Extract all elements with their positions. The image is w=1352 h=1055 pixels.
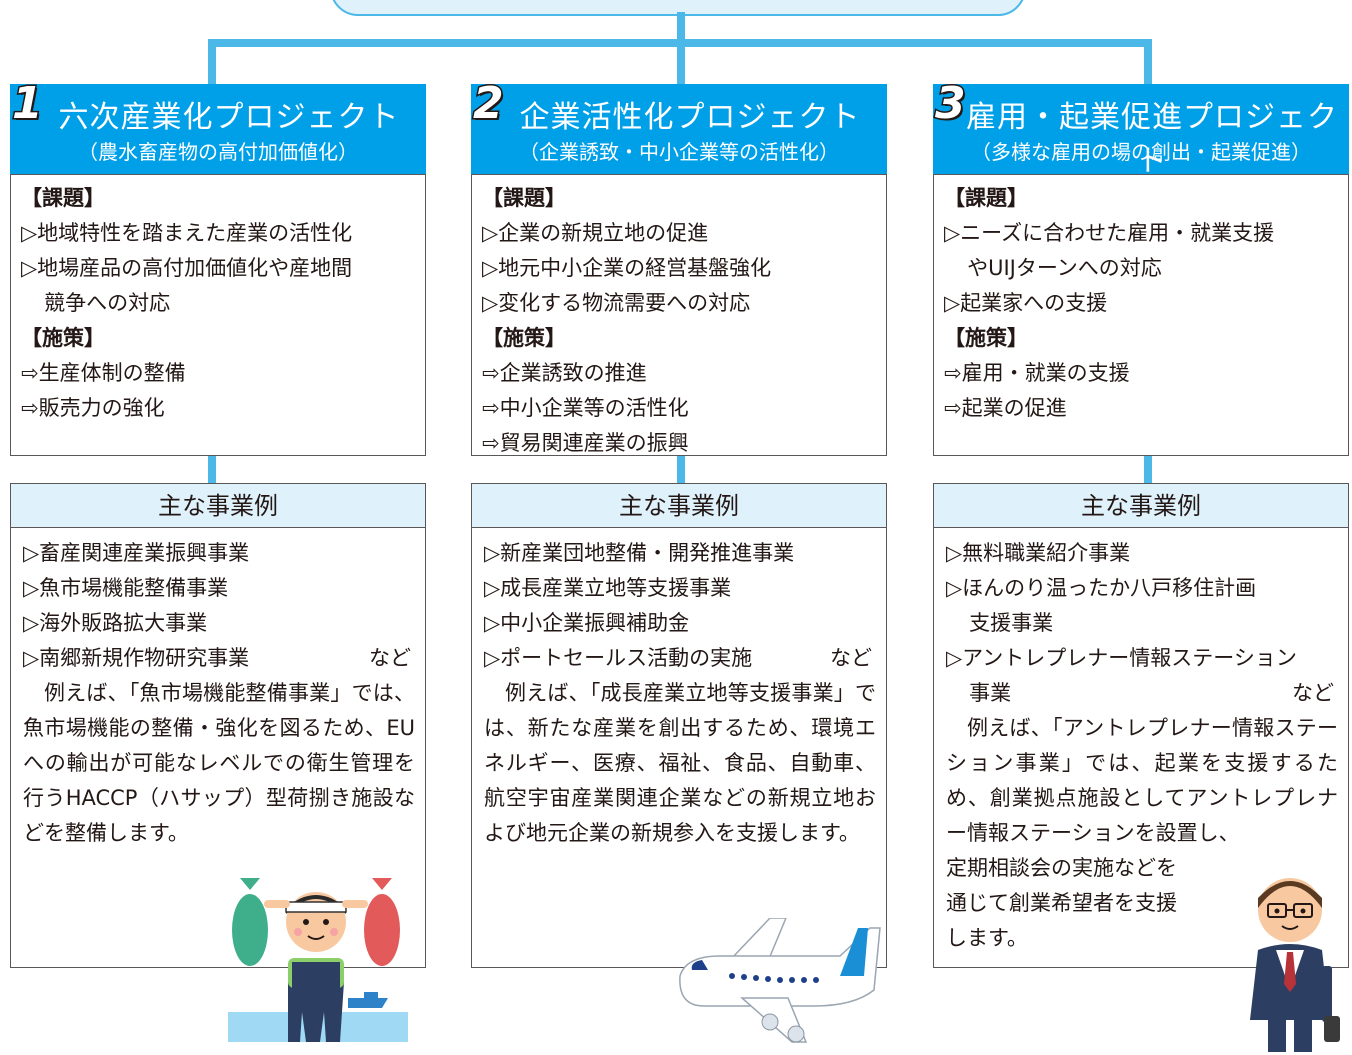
examples-panel-3: ▷無料職業紹介事業 ▷ほんのり温ったか八戸移住計画 支援事業 ▷アントレプレナー… [933,527,1349,968]
issues-label: 【課題】 [482,186,566,210]
example-item-last: 事業 など [946,676,1338,711]
project-2-subtitle: （企業誘致・中小企業等の活性化） [519,140,839,164]
project-1-subtitle: （農水畜産物の高付加価値化） [78,140,358,164]
connector-1 [208,456,216,484]
project-3-subtitle: （多様な雇用の場の創出・起業促進） [971,140,1311,164]
example-description: 例えば、「魚市場機能整備事業」では、魚市場機能の整備・強化を図るため、EUへの輸… [23,681,415,845]
fisherman-icon [228,878,408,1042]
etc-label: など [369,646,411,670]
example-item: ▷海外販路拡大事業 [23,611,208,635]
example-item: ▷ポートセールス活動の実施 [484,646,753,670]
example-item: ▷新産業団地整備・開発推進事業 [484,541,795,565]
measure-item: ⇨生産体制の整備 [21,361,186,385]
issue-item: ▷地元中小企業の経営基盤強化 [482,256,772,280]
tree-leg-1 [208,39,216,85]
project-3-panel: 【課題】 ▷ニーズに合わせた雇用・就業支援 やUIJターンへの対応 ▷起業家への… [933,174,1349,456]
project-3-header: 3 雇用・起業促進プロジェクト （多様な雇用の場の創出・起業促進） [933,77,1349,179]
example-item-last: ▷ポートセールス活動の実施 など [484,641,876,676]
businessman-icon [1250,878,1340,1052]
measure-item: ⇨起業の促進 [944,396,1067,420]
issue-item: 競争への対応 [44,291,171,315]
example-description-tail: 通じて創業希望者を支援 [946,891,1177,915]
measures-label: 【施策】 [21,326,105,350]
example-item: ▷無料職業紹介事業 [946,541,1131,565]
connector-2 [677,456,685,484]
etc-label: など [830,646,872,670]
measure-item: ⇨中小企業等の活性化 [482,396,689,420]
example-item: ▷魚市場機能整備事業 [23,576,229,600]
project-2-number: 2 [472,77,506,131]
example-item: 支援事業 [969,611,1054,635]
measure-item: ⇨販売力の強化 [21,396,165,420]
examples-title-3: 主な事業例 [933,483,1349,527]
etc-label: など [1292,681,1334,705]
project-3-number: 3 [934,77,968,131]
tree-leg-2 [677,39,685,85]
example-item: ▷成長産業立地等支援事業 [484,576,732,600]
project-2-title: 企業活性化プロジェクト [519,100,861,135]
example-item: 事業 [969,681,1012,705]
example-item: ▷アントレプレナー情報ステーション [946,646,1297,670]
project-3-title: 雇用・起業促進プロジェクト [966,100,1338,179]
airplane-icon [679,918,881,1043]
issue-item: ▷企業の新規立地の促進 [482,221,709,245]
issue-item: ▷起業家への支援 [944,291,1108,315]
examples-title-1: 主な事業例 [10,483,426,527]
example-description: 例えば、「アントレプレナー情報ステーション事業」では、起業を支援するため、創業拠… [946,716,1338,845]
issue-item: ▷地場産品の高付加価値化や産地間 [21,256,353,280]
example-description-tail: 定期相談会の実施などを [946,856,1177,880]
project-1-number: 1 [11,77,45,131]
measure-item: ⇨貿易関連産業の振興 [482,431,689,455]
example-item: ▷中小企業振興補助金 [484,611,690,635]
measure-item: ⇨企業誘致の推進 [482,361,647,385]
example-item: ▷南郷新規作物研究事業 [23,646,250,670]
measure-item: ⇨雇用・就業の支援 [944,361,1130,385]
examples-panel-2: ▷新産業団地整備・開発推進事業 ▷成長産業立地等支援事業 ▷中小企業振興補助金 … [471,527,887,968]
project-1-header: 1 六次産業化プロジェクト （農水畜産物の高付加価値化） [10,77,426,174]
examples-title-2: 主な事業例 [471,483,887,527]
example-item: ▷ほんのり温ったか八戸移住計画 [946,576,1257,600]
example-description: 例えば、「成長産業立地等支援事業」では、新たな産業を創出するため、環境エネルギー… [484,681,876,845]
project-2-panel: 【課題】 ▷企業の新規立地の促進 ▷地元中小企業の経営基盤強化 ▷変化する物流需… [471,174,887,456]
tree-leg-3 [1144,39,1152,85]
connector-3 [1144,456,1152,484]
example-item: ▷畜産関連産業振興事業 [23,541,250,565]
issue-item: やUIJターンへの対応 [967,256,1162,280]
issues-label: 【課題】 [21,186,105,210]
measures-label: 【施策】 [944,326,1028,350]
examples-panel-1: ▷畜産関連産業振興事業 ▷魚市場機能整備事業 ▷海外販路拡大事業 ▷南郷新規作物… [10,527,426,968]
measures-label: 【施策】 [482,326,566,350]
issues-label: 【課題】 [944,186,1028,210]
project-2-header: 2 企業活性化プロジェクト （企業誘致・中小企業等の活性化） [471,77,887,174]
issue-item: ▷地域特性を踏まえた産業の活性化 [21,221,353,245]
example-description-tail: します。 [946,926,1028,950]
project-1-panel: 【課題】 ▷地域特性を踏まえた産業の活性化 ▷地場産品の高付加価値化や産地間 競… [10,174,426,456]
tree-trunk [677,12,685,42]
project-1-title: 六次産業化プロジェクト [58,100,400,135]
issue-item: ▷ニーズに合わせた雇用・就業支援 [944,221,1275,245]
example-item-last: ▷南郷新規作物研究事業 など [23,641,415,676]
issue-item: ▷変化する物流需要への対応 [482,291,751,315]
